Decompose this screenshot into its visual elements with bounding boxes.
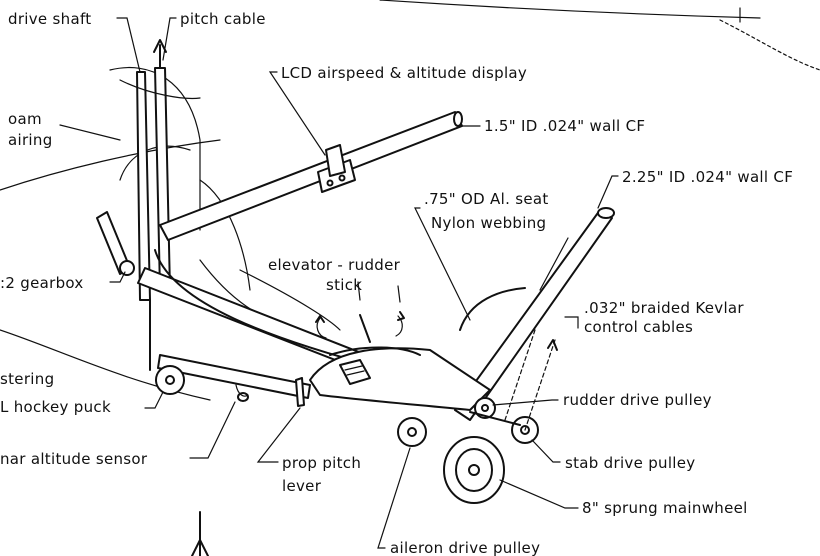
label-mainwheel: 8" sprung mainwheel (582, 499, 748, 517)
gearbox-crank (96, 211, 135, 276)
seat-frame (309, 287, 526, 411)
cf-boom-1-5 (159, 111, 463, 241)
label-castering-1: stering (0, 370, 54, 388)
sonar-sensor (235, 384, 249, 402)
label-seat-2: Nylon webbing (431, 214, 546, 232)
label-castering-2: L hockey puck (0, 398, 111, 416)
label-kevlar-2: control cables (584, 318, 693, 336)
fuselage-outline (0, 0, 820, 401)
mainwheel-part (443, 436, 505, 504)
label-prop-lever-2: lever (282, 477, 322, 495)
label-rudder-pulley: rudder drive pulley (563, 391, 712, 409)
cf-tube-2-25 (454, 207, 615, 421)
label-seat-1: .75" OD Al. seat (424, 190, 549, 208)
lcd-display-unit (317, 144, 356, 193)
label-sonar-sensor: nar altitude sensor (0, 450, 148, 468)
leader-lines (59, 17, 619, 549)
label-stab-pulley: stab drive pulley (565, 454, 695, 472)
kevlar-cables (504, 329, 558, 431)
aileron-pulley-part (397, 417, 427, 447)
label-gearbox: :2 gearbox (0, 274, 84, 292)
nose-marker-arrow (191, 539, 209, 556)
castering-wheel (155, 365, 185, 395)
label-kevlar-1: .032" braided Kevlar (584, 299, 744, 317)
label-lcd-display: LCD airspeed & altitude display (281, 64, 527, 82)
label-aileron-pulley: aileron drive pulley (390, 539, 540, 556)
label-tube-1-5: 1.5" ID .024" wall CF (484, 117, 645, 135)
elevator-rudder-stick (315, 311, 405, 343)
label-prop-lever-1: prop pitch (282, 454, 361, 472)
label-drive-shaft: drive shaft (8, 10, 91, 28)
label-foam-fairing-2: airing (8, 131, 53, 149)
prop-pitch-lever-part (295, 377, 305, 407)
label-stick-1: elevator - rudder (268, 256, 401, 274)
label-pitch-cable: pitch cable (180, 10, 266, 28)
label-foam-fairing-1: oam (8, 110, 42, 128)
label-tube-2-25: 2.25" ID .024" wall CF (622, 168, 793, 186)
label-stick-2: stick (326, 276, 362, 294)
